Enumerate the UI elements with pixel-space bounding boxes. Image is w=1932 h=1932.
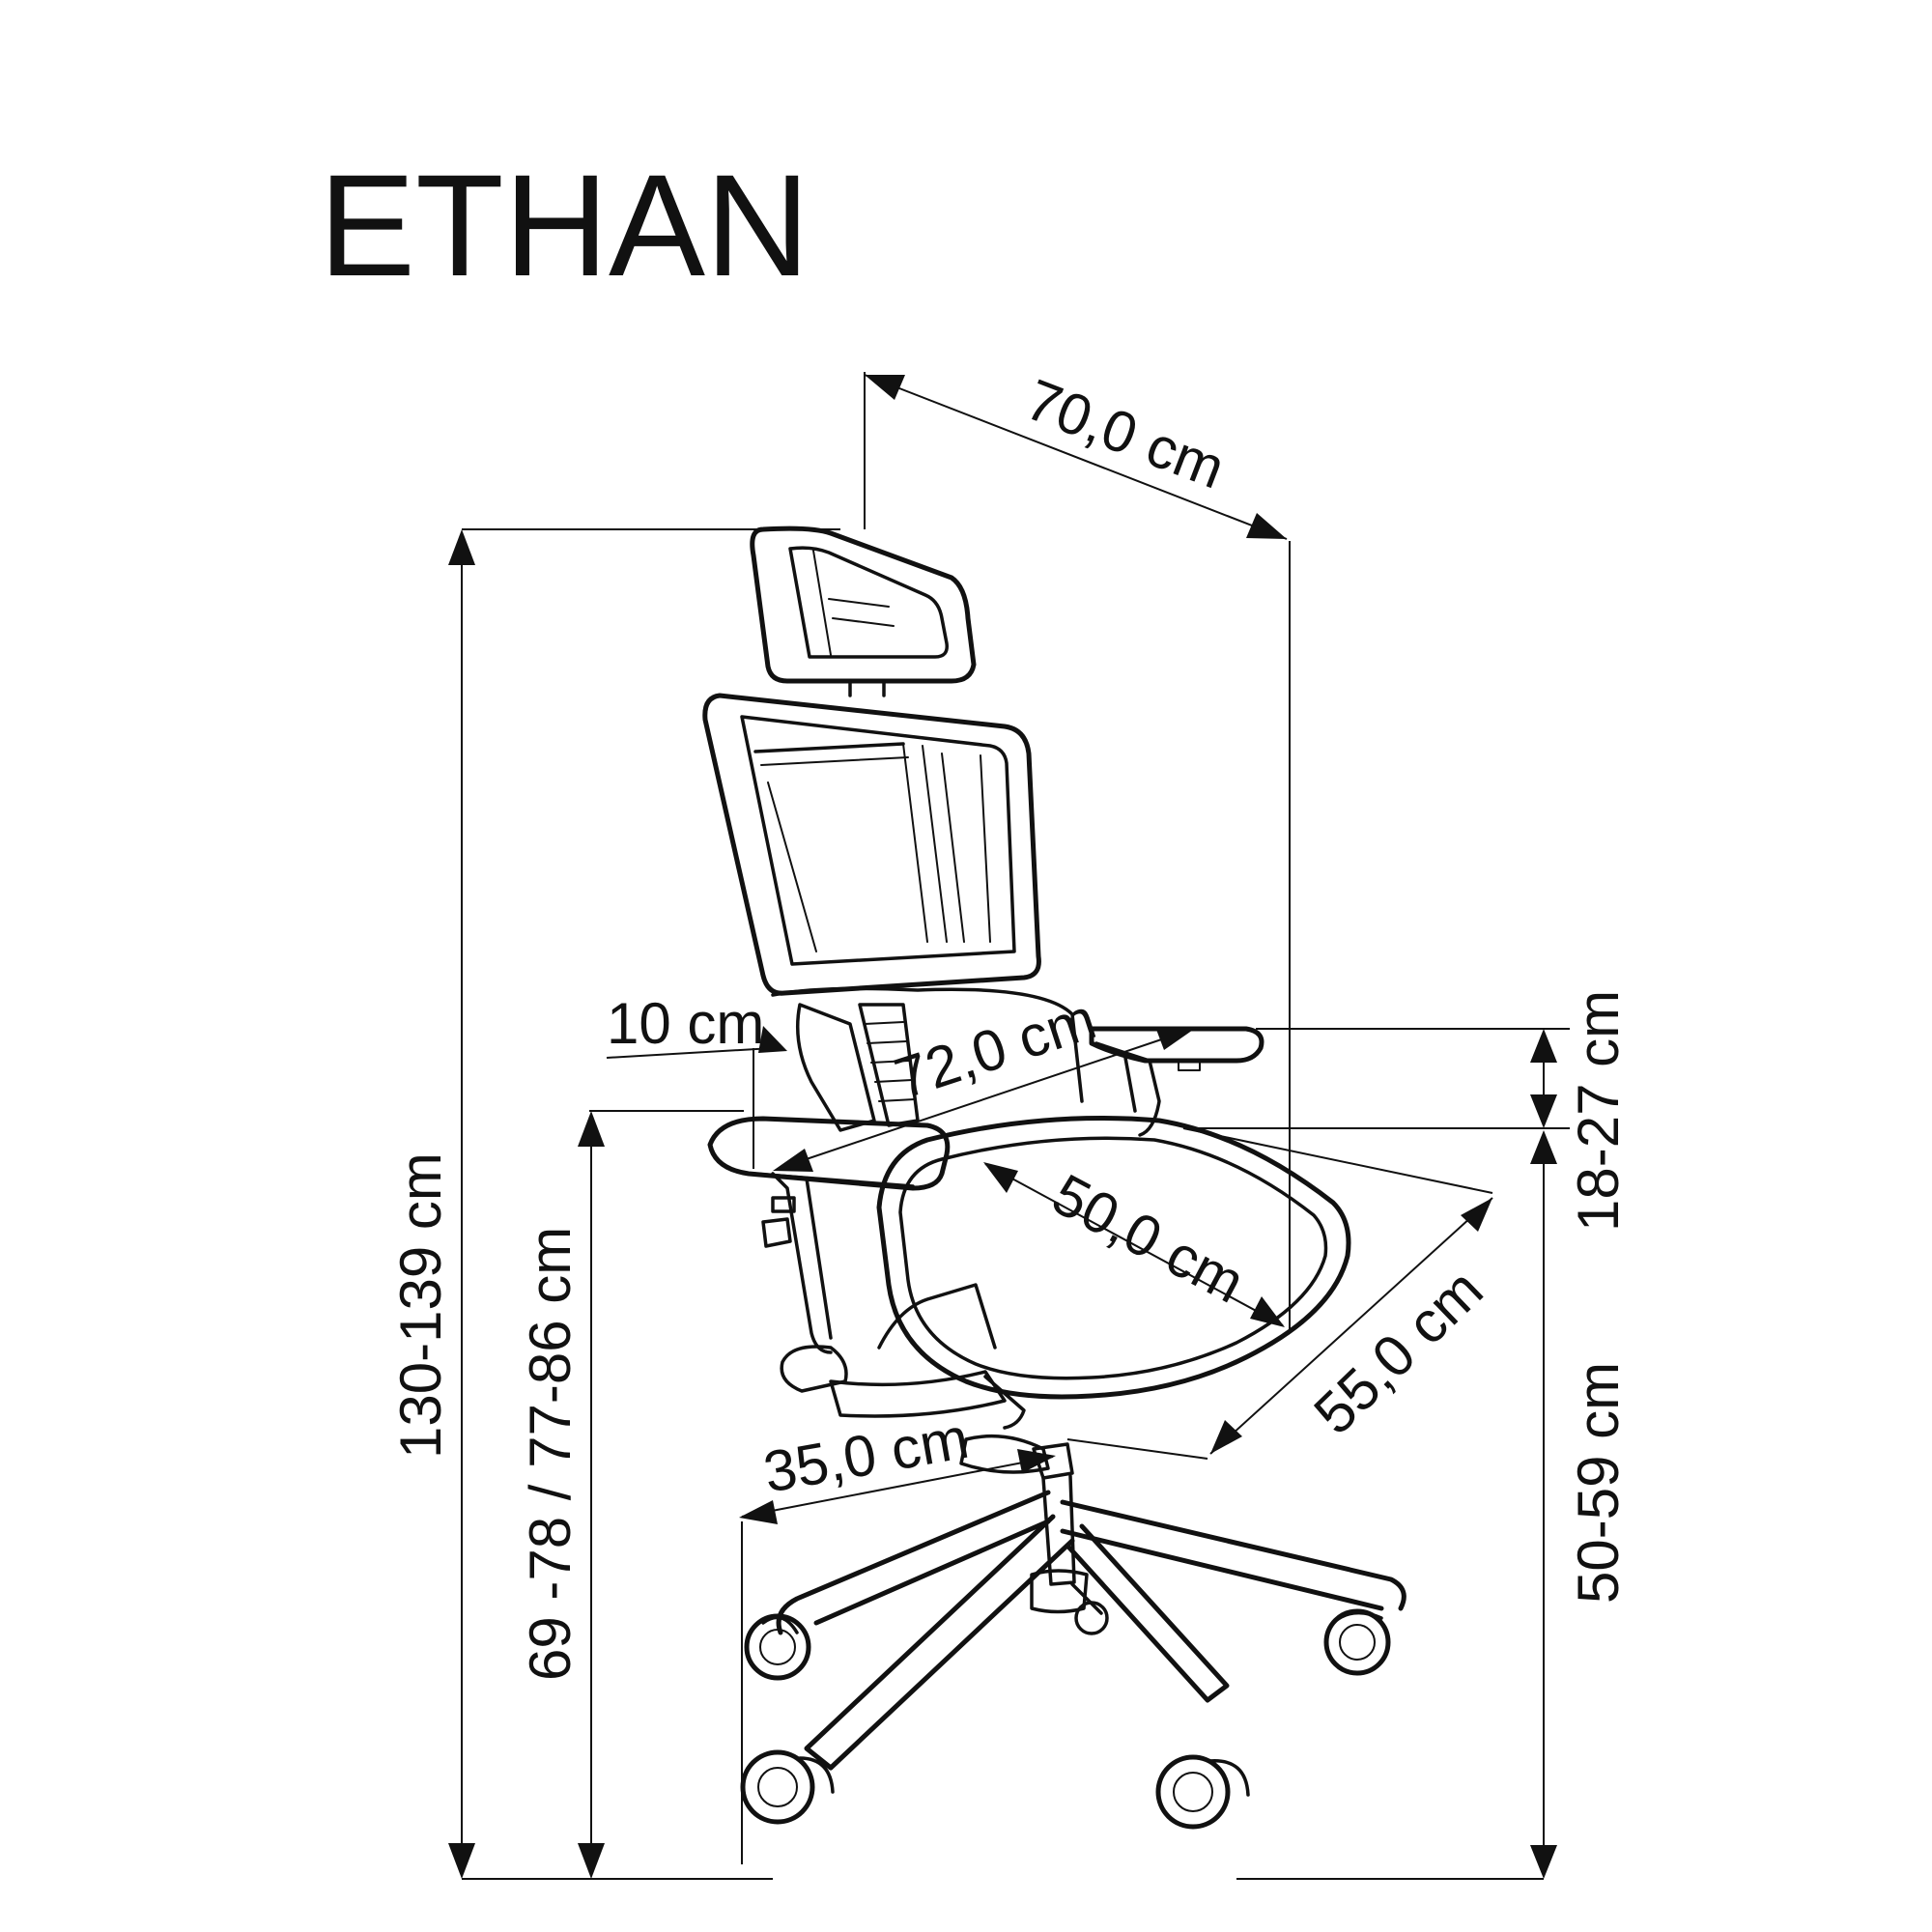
dim-seat-depth <box>1066 1127 1493 1460</box>
caster-front-center-right <box>1155 1754 1250 1830</box>
label-armrest-offset: 10 cm <box>607 991 764 1056</box>
dim-base-radius <box>739 1449 1056 1864</box>
headrest <box>750 526 977 697</box>
backrest <box>702 693 1041 996</box>
dim-armrest-height <box>578 1110 744 1879</box>
dimension-labels: 130-139 cm 69 -78 / 77-86 cm 70,0 cm 72,… <box>388 367 1631 1681</box>
dim-seat-width <box>983 1162 1285 1327</box>
dim-armrest-offset <box>606 1026 787 1169</box>
dim-armrest-above-seat <box>1188 1028 1570 1129</box>
dim-total-height <box>448 528 840 1880</box>
dimension-lines <box>448 372 1570 1880</box>
seat-mechanism <box>829 1283 1050 1474</box>
lumbar-support <box>771 986 1084 1132</box>
label-seat-depth: 55,0 cm <box>1301 1257 1494 1446</box>
left-armrest <box>707 1116 951 1393</box>
label-seat-width: 50,0 cm <box>1042 1161 1255 1315</box>
label-armrest-above-seat: 18-27 cm <box>1566 990 1631 1232</box>
label-armrest-height: 69 -78 / 77-86 cm <box>518 1227 582 1681</box>
caster-right <box>1323 1608 1391 1676</box>
label-total-height: 130-139 cm <box>388 1152 453 1459</box>
dim-total-depth <box>864 372 1291 1333</box>
dim-armrest-width <box>773 1027 1196 1172</box>
label-total-depth: 70,0 cm <box>1017 367 1233 501</box>
label-seat-height: 50-59 cm <box>1566 1362 1631 1604</box>
product-title: ETHAN <box>319 144 810 306</box>
chair-illustration <box>702 526 1406 1830</box>
seat <box>876 1116 1351 1400</box>
caster-front-left <box>744 1613 811 1681</box>
label-base-radius: 35,0 cm <box>759 1406 974 1505</box>
right-armrest <box>1089 1026 1264 1137</box>
chair-base <box>776 1442 1406 1771</box>
label-armrest-width: 72,0 cm <box>887 986 1103 1112</box>
dim-seat-height <box>1236 1130 1557 1880</box>
caster-front-center-left <box>740 1749 835 1825</box>
